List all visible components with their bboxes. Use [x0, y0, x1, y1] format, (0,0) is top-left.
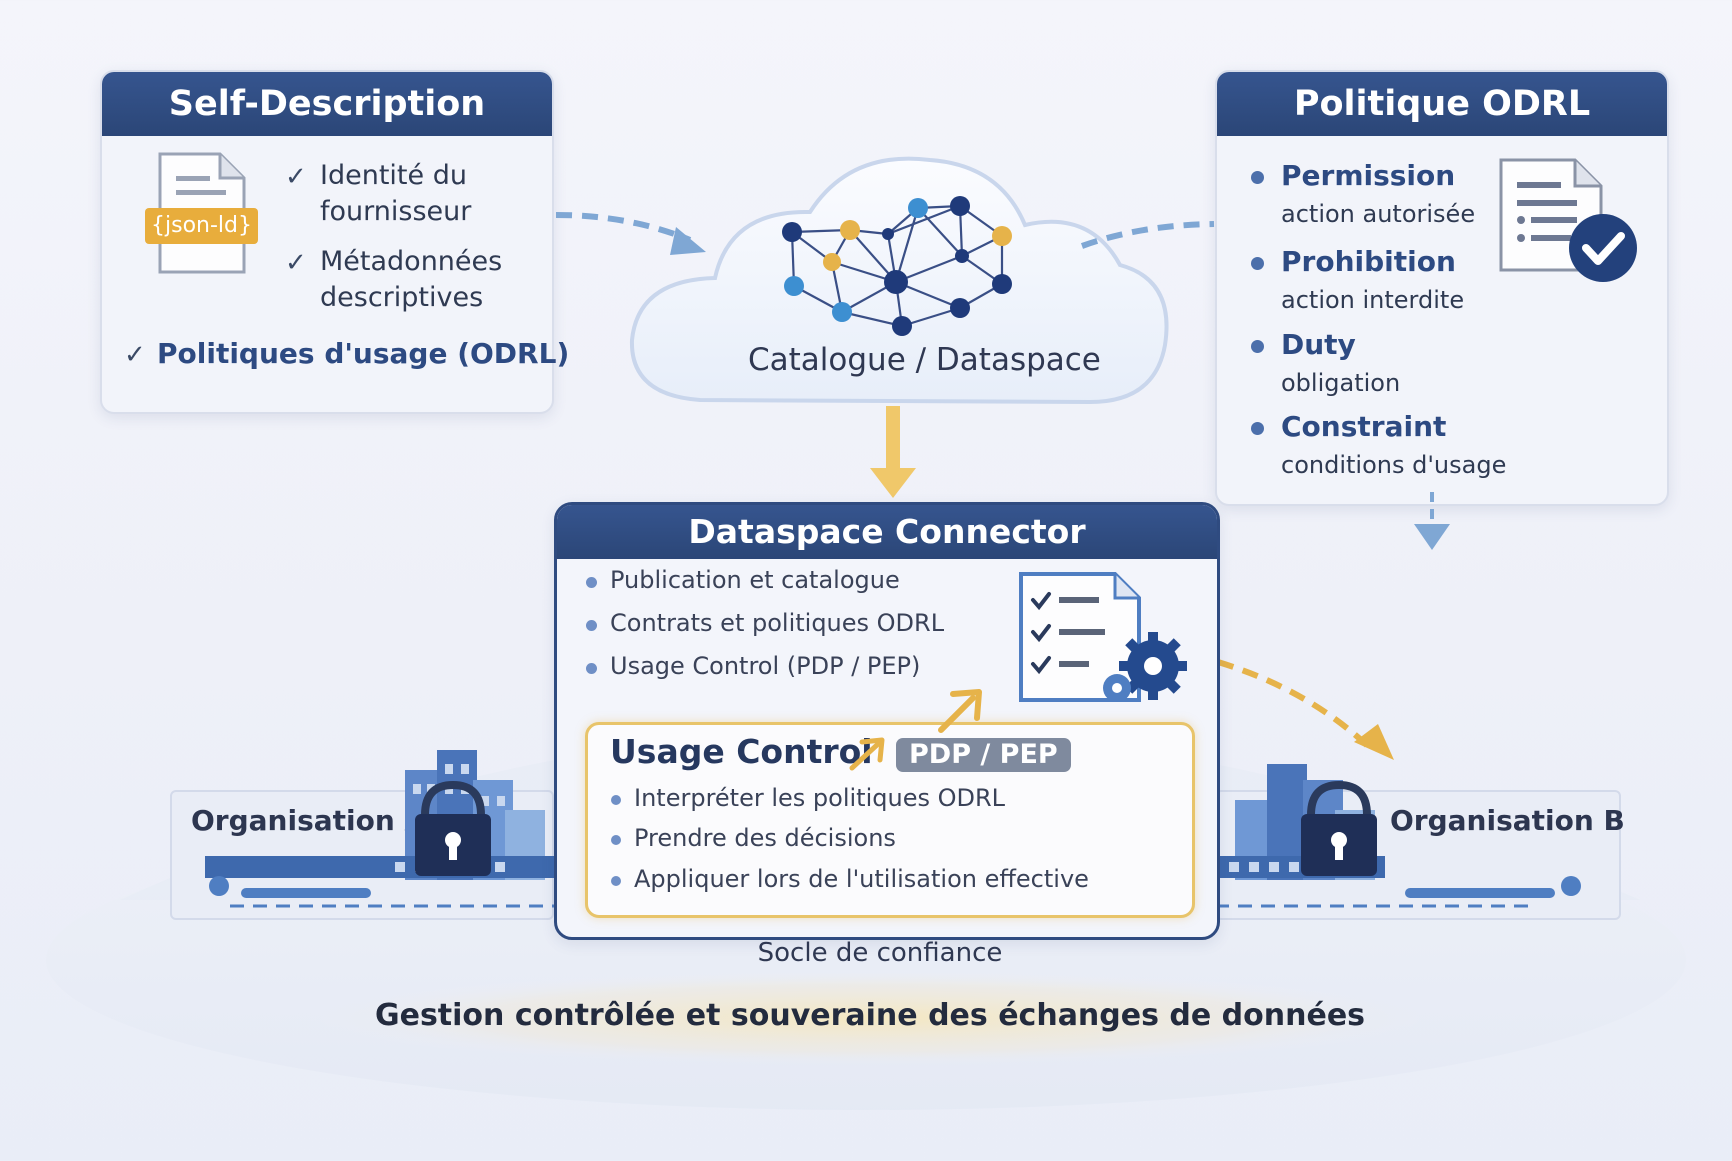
arrowhead — [1354, 724, 1394, 760]
arrowhead — [1414, 524, 1450, 550]
bullet-icon — [1251, 340, 1264, 353]
odrl-constraint-desc: conditions d'usage — [1281, 451, 1507, 479]
odrl-prohibition-desc: action interdite — [1281, 286, 1465, 314]
arrowhead — [670, 227, 706, 255]
metadata-line-2: descriptives — [320, 282, 484, 313]
org-a-label: Organisation A — [191, 804, 427, 837]
pdp-pep-badge: PDP / PEP — [896, 738, 1071, 772]
odrl-constraint-name: Constraint — [1281, 410, 1447, 443]
org-b-buildings-icon — [1215, 764, 1581, 898]
self-description-to-cloud-arrow — [555, 212, 692, 243]
footer-text: Gestion contrôlée et souveraine des écha… — [374, 998, 1366, 1033]
connector-item-usage-control: Usage Control (PDP / PEP) — [610, 652, 921, 680]
usage-control-title: Usage Control — [610, 732, 873, 771]
arrowhead — [870, 468, 916, 498]
bullet-icon — [1251, 257, 1264, 270]
self-description-item-identity: Identité du fournisseur — [320, 158, 471, 230]
json-ld-badge: {json-ld} — [145, 208, 258, 244]
odrl-duty-name: Duty — [1281, 328, 1356, 361]
check-icon: ✓ — [124, 340, 146, 370]
connector-to-org-b-arrow — [1217, 659, 1375, 753]
check-icon: ✓ — [285, 162, 307, 192]
org-b-dashed-line — [1215, 904, 1535, 908]
politique-odrl-title: Politique ODRL — [1217, 72, 1667, 136]
usage-control-box — [585, 722, 1195, 918]
usage-control-item-decide: Prendre des décisions — [634, 824, 896, 852]
bullet-icon — [586, 663, 597, 674]
self-description-title: Self-Description — [102, 72, 552, 136]
bullet-icon — [611, 876, 621, 886]
dataspace-connector-title: Dataspace Connector — [557, 505, 1217, 559]
cloud-to-connector-shaft — [886, 406, 900, 472]
trust-label: Socle de confiance — [757, 938, 1003, 968]
odrl-permission-name: Permission — [1281, 159, 1456, 192]
politique-to-cloud-line — [1080, 221, 1215, 249]
usage-control-item-apply: Appliquer lors de l'utilisation effectiv… — [634, 865, 1089, 893]
connector-item-publication: Publication et catalogue — [610, 566, 900, 594]
arrow-up-right-icon — [938, 689, 982, 733]
metadata-line-1: Métadonnées — [320, 246, 503, 277]
network-graph-icon — [782, 196, 1012, 336]
odrl-duty-desc: obligation — [1281, 369, 1401, 397]
arrow-up-right-icon — [849, 737, 885, 771]
bullet-icon — [1251, 171, 1264, 184]
connector-item-contracts: Contrats et politiques ODRL — [610, 609, 945, 637]
bullet-icon — [611, 835, 621, 845]
odrl-permission-desc: action autorisée — [1281, 200, 1476, 228]
check-icon: ✓ — [285, 248, 307, 278]
policy-document-check-icon — [1499, 158, 1637, 282]
politique-odrl-card: Politique ODRL — [1215, 70, 1669, 506]
org-a-dashed-line — [230, 904, 560, 908]
identity-line-2: fournisseur — [320, 196, 472, 227]
self-description-policies: Politiques d'usage (ODRL) — [157, 337, 570, 370]
bullet-icon — [611, 795, 621, 805]
odrl-prohibition-name: Prohibition — [1281, 245, 1456, 278]
footer-glow — [310, 970, 1430, 1066]
checklist-gear-icon — [1019, 572, 1187, 702]
bullet-icon — [586, 577, 597, 588]
org-b-label: Organisation B — [1390, 804, 1625, 837]
bullet-icon — [1251, 422, 1264, 435]
identity-line-1: Identité du — [320, 160, 467, 191]
bullet-icon — [586, 620, 597, 631]
org-a-buildings-icon — [205, 750, 555, 898]
catalogue-label: Catalogue / Dataspace — [748, 342, 1101, 378]
usage-control-item-interpret: Interpréter les politiques ODRL — [634, 784, 1006, 812]
self-description-item-metadata: Métadonnées descriptives — [320, 244, 502, 316]
